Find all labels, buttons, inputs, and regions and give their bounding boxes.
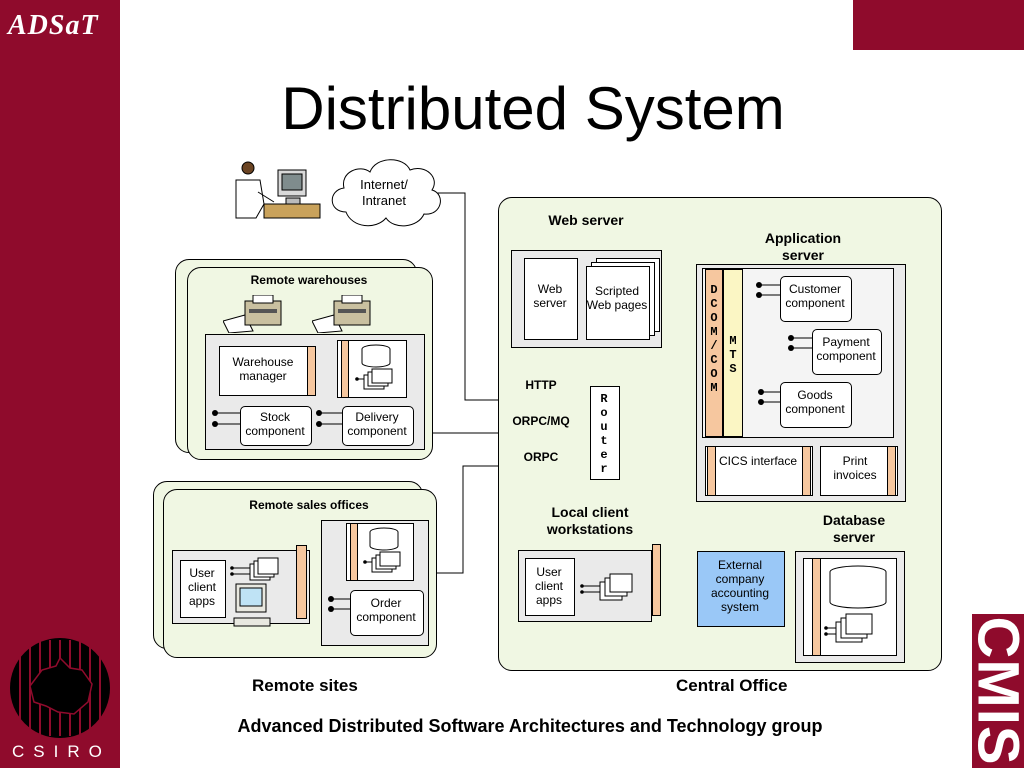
stock-component-box [240,406,312,446]
local-client-bar [652,544,661,616]
cics-interface-label: CICS interface [718,454,798,468]
internet-cloud-icon [331,159,441,227]
component-stack-icon [580,573,633,601]
mts-bar [723,269,743,437]
adsat-logo: ADSaT [8,10,99,41]
database-icon [363,527,401,573]
remote-sales-heading: Remote sales offices [249,498,369,512]
local-user-apps-box [525,558,575,616]
sales-user-apps-label: User client apps [187,566,216,608]
warehouse-manager-label: Warehouse manager [232,355,294,383]
delivery-component-box [342,406,414,446]
sales-db-bar [350,523,358,581]
database-icon [824,565,887,643]
footer-caption: Advanced Distributed Software Architectu… [237,716,823,736]
person-at-computer-icon [235,161,321,219]
order-component-label: Order component [356,596,416,624]
interface-connector-icon [788,335,812,351]
workstation-icon [230,557,279,627]
print-invoices-box [820,446,898,496]
brand-corner-block [853,0,1024,50]
stock-component-label: Stock component [245,410,305,438]
protocol-http: HTTP [525,378,557,392]
scripted-pages-box [586,266,650,340]
cics-bar-right [802,446,811,496]
web-server-box-label: Web server [533,282,567,310]
customer-component-label: Customer component [785,282,845,310]
payment-component-box [812,329,882,375]
local-clients-heading: Local client workstations [546,504,634,537]
print-invoices-bar [887,446,896,496]
database-server-bar [812,558,821,656]
warehouse-db-bar [341,340,349,398]
scripted-pages-label: Scripted Web pages [586,284,648,312]
csiro-logo-text: CSIRO [12,742,111,761]
warehouse-manager-box [219,346,309,396]
interface-connector-icon [316,410,344,427]
database-server-heading: Database server [822,512,886,545]
remote-warehouses-heading: Remote warehouses [250,273,368,287]
application-server-heading: Application server [764,230,842,263]
warehouse-manager-bar [307,346,316,396]
caption-remote-sites: Remote sites [252,676,358,695]
interface-connector-icon [756,282,780,298]
external-system-label: External company accounting system [710,558,770,614]
web-server-box [524,258,578,340]
caption-central-office: Central Office [676,676,788,695]
cloud-label: Internet/ Intranet [360,177,408,208]
goods-component-box [780,382,852,428]
goods-component-label: Goods component [785,388,845,416]
payment-component-label: Payment component [816,335,876,363]
csiro-logo [10,638,110,738]
page-title: Distributed System [281,75,785,142]
cics-interface-box [705,446,813,496]
printer-icon [223,295,282,333]
cmis-logo: CMIS [972,614,1024,768]
protocol-orpc-mq: ORPC/MQ [512,414,570,428]
router-box [590,386,620,480]
sales-client-bar [296,545,307,619]
interface-connector-icon [758,389,782,405]
delivery-component-label: Delivery component [347,410,407,438]
local-user-apps-label: User client apps [534,565,563,607]
cics-bar-left [707,446,716,496]
protocol-orpc: ORPC [523,450,559,464]
interface-connector-icon [212,410,240,427]
sales-user-apps-box [180,560,226,618]
customer-component-box [780,276,852,322]
external-system-box [697,551,785,627]
print-invoices-label: Print invoices [833,454,877,482]
web-server-heading: Web server [548,212,624,228]
database-icon [355,344,393,390]
order-component-box [350,590,424,636]
printer-icon-2 [312,295,371,333]
dcom-bar [705,269,723,437]
